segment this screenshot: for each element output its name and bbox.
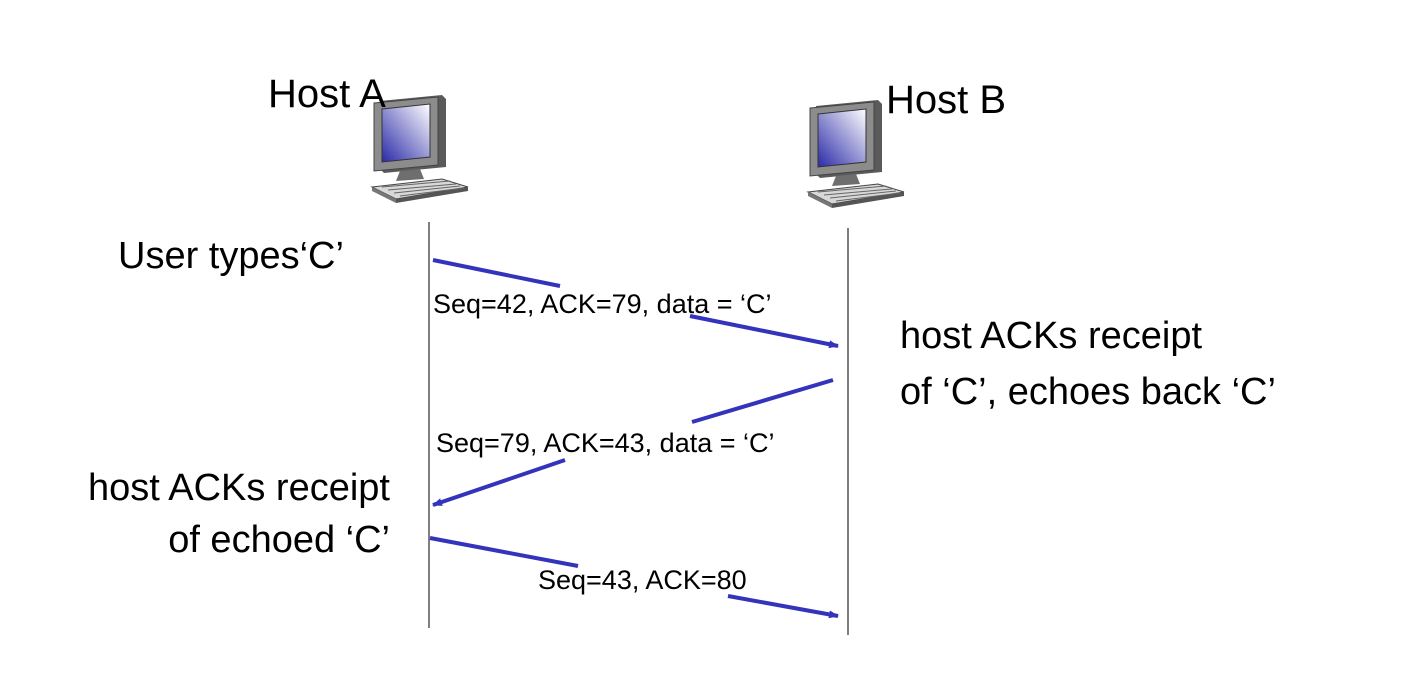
user-types-label: User types‘C’ [118,235,344,277]
segment-3-arrow [429,536,839,619]
segment-2-arrow [432,378,834,507]
host-a-ack-label-line1: host ACKs receipt [87,467,390,509]
segment-1-arrow [432,258,839,349]
host-b-ack-label-line2: of ‘C’, echoes back ‘C’ [900,371,1276,413]
segment-1-label: Seq=42, ACK=79, data = ‘C’ [433,289,772,319]
segment-3-label: Seq=43, ACK=80 [538,565,747,595]
host-b-ack-label-line1: host ACKs receipt [900,315,1203,357]
host-a-ack-label-line2: of echoed ‘C’ [168,519,390,561]
host-a-computer-icon [371,94,469,204]
host-b-label: Host B [886,78,1007,122]
host-a-label: Host A [268,72,386,116]
segment-2-label: Seq=79, ACK=43, data = ‘C’ [436,428,775,458]
